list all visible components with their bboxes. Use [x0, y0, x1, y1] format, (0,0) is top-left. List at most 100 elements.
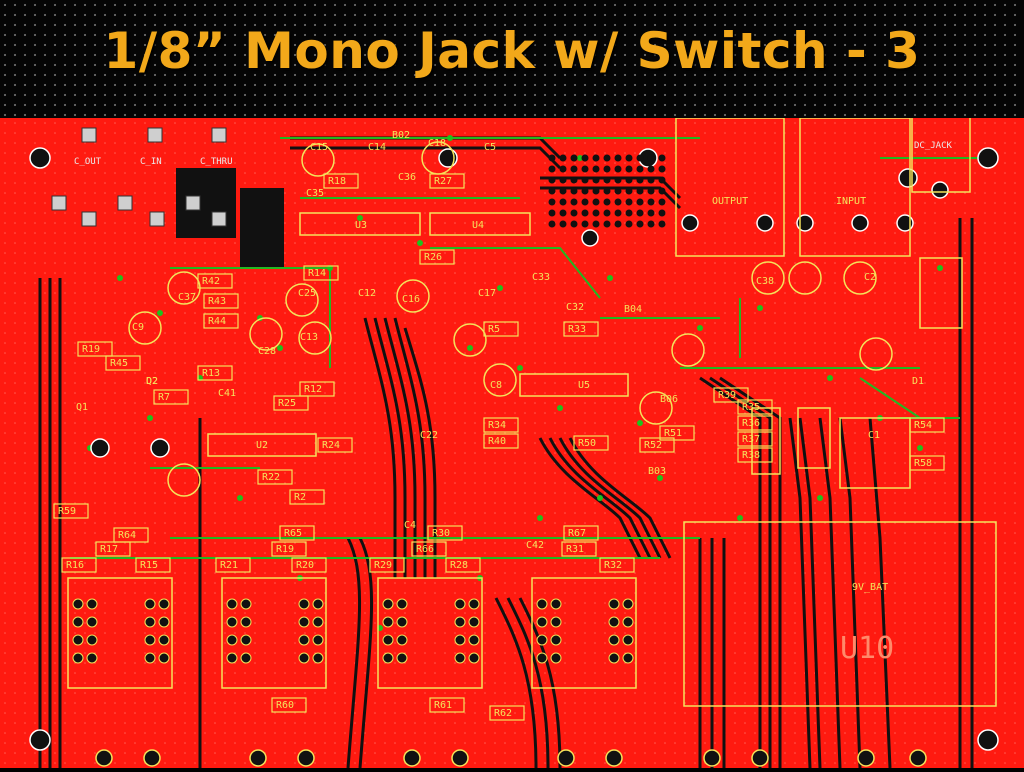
resistor-ref-label: R16	[66, 560, 84, 571]
capacitor-c13: C13	[300, 332, 318, 343]
capacitor-c15: C15	[310, 142, 328, 153]
resistor-r67: R67	[563, 525, 599, 541]
resistor-r19: R19	[271, 541, 307, 557]
capacitor-c4: C4	[404, 520, 416, 531]
resistor-ref-label: R66	[416, 544, 434, 555]
resistor-r40: R40	[483, 433, 519, 449]
label-q1: Q1	[76, 402, 88, 413]
mounting-holes	[29, 147, 999, 751]
resistor-r21: R21	[215, 557, 251, 573]
resistor-ref-label: R17	[100, 544, 118, 555]
resistor-ref-label: R13	[202, 368, 220, 379]
resistor-ref-label: R64	[118, 530, 136, 541]
capacitor-c36: C36	[398, 172, 416, 183]
header-pins-top-left	[51, 127, 227, 227]
resistor-ref-label: R61	[434, 700, 452, 711]
resistor-ref-label: R52	[644, 440, 662, 451]
label-9v-bat: 9V_BAT	[852, 582, 888, 593]
capacitor-c42: C42	[526, 540, 544, 551]
label-c-out: C_OUT	[74, 157, 102, 167]
resistor-r28: R28	[445, 557, 481, 573]
resistor-ref-label: R32	[604, 560, 622, 571]
resistor-r36: R36	[737, 415, 773, 431]
capacitor-c41: C41	[218, 388, 236, 399]
resistor-r64: R64	[113, 527, 149, 543]
resistor-ref-label: R67	[568, 528, 586, 539]
resistor-ref-label: R35	[742, 402, 760, 413]
capacitor-c12: C12	[358, 288, 376, 299]
resistor-r44: R44	[203, 313, 239, 329]
resistor-ref-label: R59	[58, 506, 76, 517]
label-d2: D2	[146, 376, 158, 387]
resistor-ref-label: R58	[914, 458, 932, 469]
capacitor-c17: C17	[478, 288, 496, 299]
resistor-r31: R31	[561, 541, 597, 557]
label-q2: Q2	[146, 376, 158, 387]
resistor-ref-label: R54	[914, 420, 932, 431]
jack-block-pads	[72, 598, 634, 664]
prototype-hole-grid	[548, 154, 666, 228]
resistor-ref-label: R60	[276, 700, 294, 711]
resistor-r35: R35	[737, 399, 773, 415]
resistor-r45: R45	[105, 355, 141, 371]
capacitor-c18: C18	[428, 138, 446, 149]
label-b06: B06	[660, 394, 678, 405]
resistor-ref-label: R25	[278, 398, 296, 409]
resistor-ref-label: R29	[374, 560, 392, 571]
resistor-r61: R61	[429, 697, 465, 713]
resistor-r62: R62	[489, 705, 525, 721]
label-dc-jack: DC_JACK	[914, 141, 953, 151]
resistor-r65: R65	[279, 525, 315, 541]
resistor-ref-label: R14	[308, 268, 326, 279]
resistor-r58: R58	[909, 455, 945, 471]
label-u2: U2	[256, 440, 268, 451]
resistor-ref-label: R19	[82, 344, 100, 355]
resistor-ref-label: R33	[568, 324, 586, 335]
capacitor-c5: C5	[484, 142, 496, 153]
resistor-ref-label: R19	[276, 544, 294, 555]
resistor-r30: R30	[427, 525, 463, 541]
capacitor-c1: C1	[868, 430, 880, 441]
resistor-r34: R34	[483, 417, 519, 433]
silkscreen-outlines	[67, 107, 997, 707]
resistor-ref-label: R27	[434, 176, 452, 187]
capacitor-c32: C32	[566, 302, 584, 313]
resistor-ref-label: R38	[742, 450, 760, 461]
resistor-r32: R32	[599, 557, 635, 573]
capacitor-c28: C28	[258, 346, 276, 357]
resistor-ref-label: R22	[262, 472, 280, 483]
label-c-thru: C_THRU	[200, 157, 233, 167]
resistor-r27: R27	[429, 173, 465, 189]
label-b02: B02	[392, 130, 410, 141]
resistor-r33: R33	[563, 321, 599, 337]
resistor-ref-label: R34	[488, 420, 506, 431]
resistor-ref-label: R18	[328, 176, 346, 187]
resistor-r37: R37	[737, 431, 773, 447]
resistor-r59: R59	[53, 503, 89, 519]
slide-header: 1/8” Mono Jack w/ Switch - 3	[0, 0, 1024, 118]
resistor-r51: R51	[659, 425, 695, 441]
label-c-in: C_IN	[140, 157, 162, 167]
label-b04: B04	[624, 304, 642, 315]
resistor-r60: R60	[271, 697, 307, 713]
resistor-r38: R38	[737, 447, 773, 463]
resistor-r22: R22	[257, 469, 293, 485]
resistor-ref-label: R36	[742, 418, 760, 429]
label-u4: U4	[472, 220, 484, 231]
resistor-r26: R26	[419, 249, 455, 265]
resistor-r15: R15	[135, 557, 171, 573]
resistor-ref-label: R44	[208, 316, 226, 327]
resistor-r54: R54	[909, 417, 945, 433]
resistor-r2: R2	[289, 489, 325, 505]
resistor-ref-label: R7	[158, 392, 170, 403]
resistor-r29: R29	[369, 557, 405, 573]
resistor-r52: R52	[639, 437, 675, 453]
resistor-ref-label: R62	[494, 708, 512, 719]
vias	[87, 135, 943, 631]
capacitor-c16: C16	[402, 294, 420, 305]
bottom-layer-traces	[70, 137, 980, 559]
resistor-ref-label: R45	[110, 358, 128, 369]
resistor-r14: R14	[303, 265, 339, 281]
resistor-r13: R13	[197, 365, 233, 381]
capacitor-c14: C14	[368, 142, 386, 153]
